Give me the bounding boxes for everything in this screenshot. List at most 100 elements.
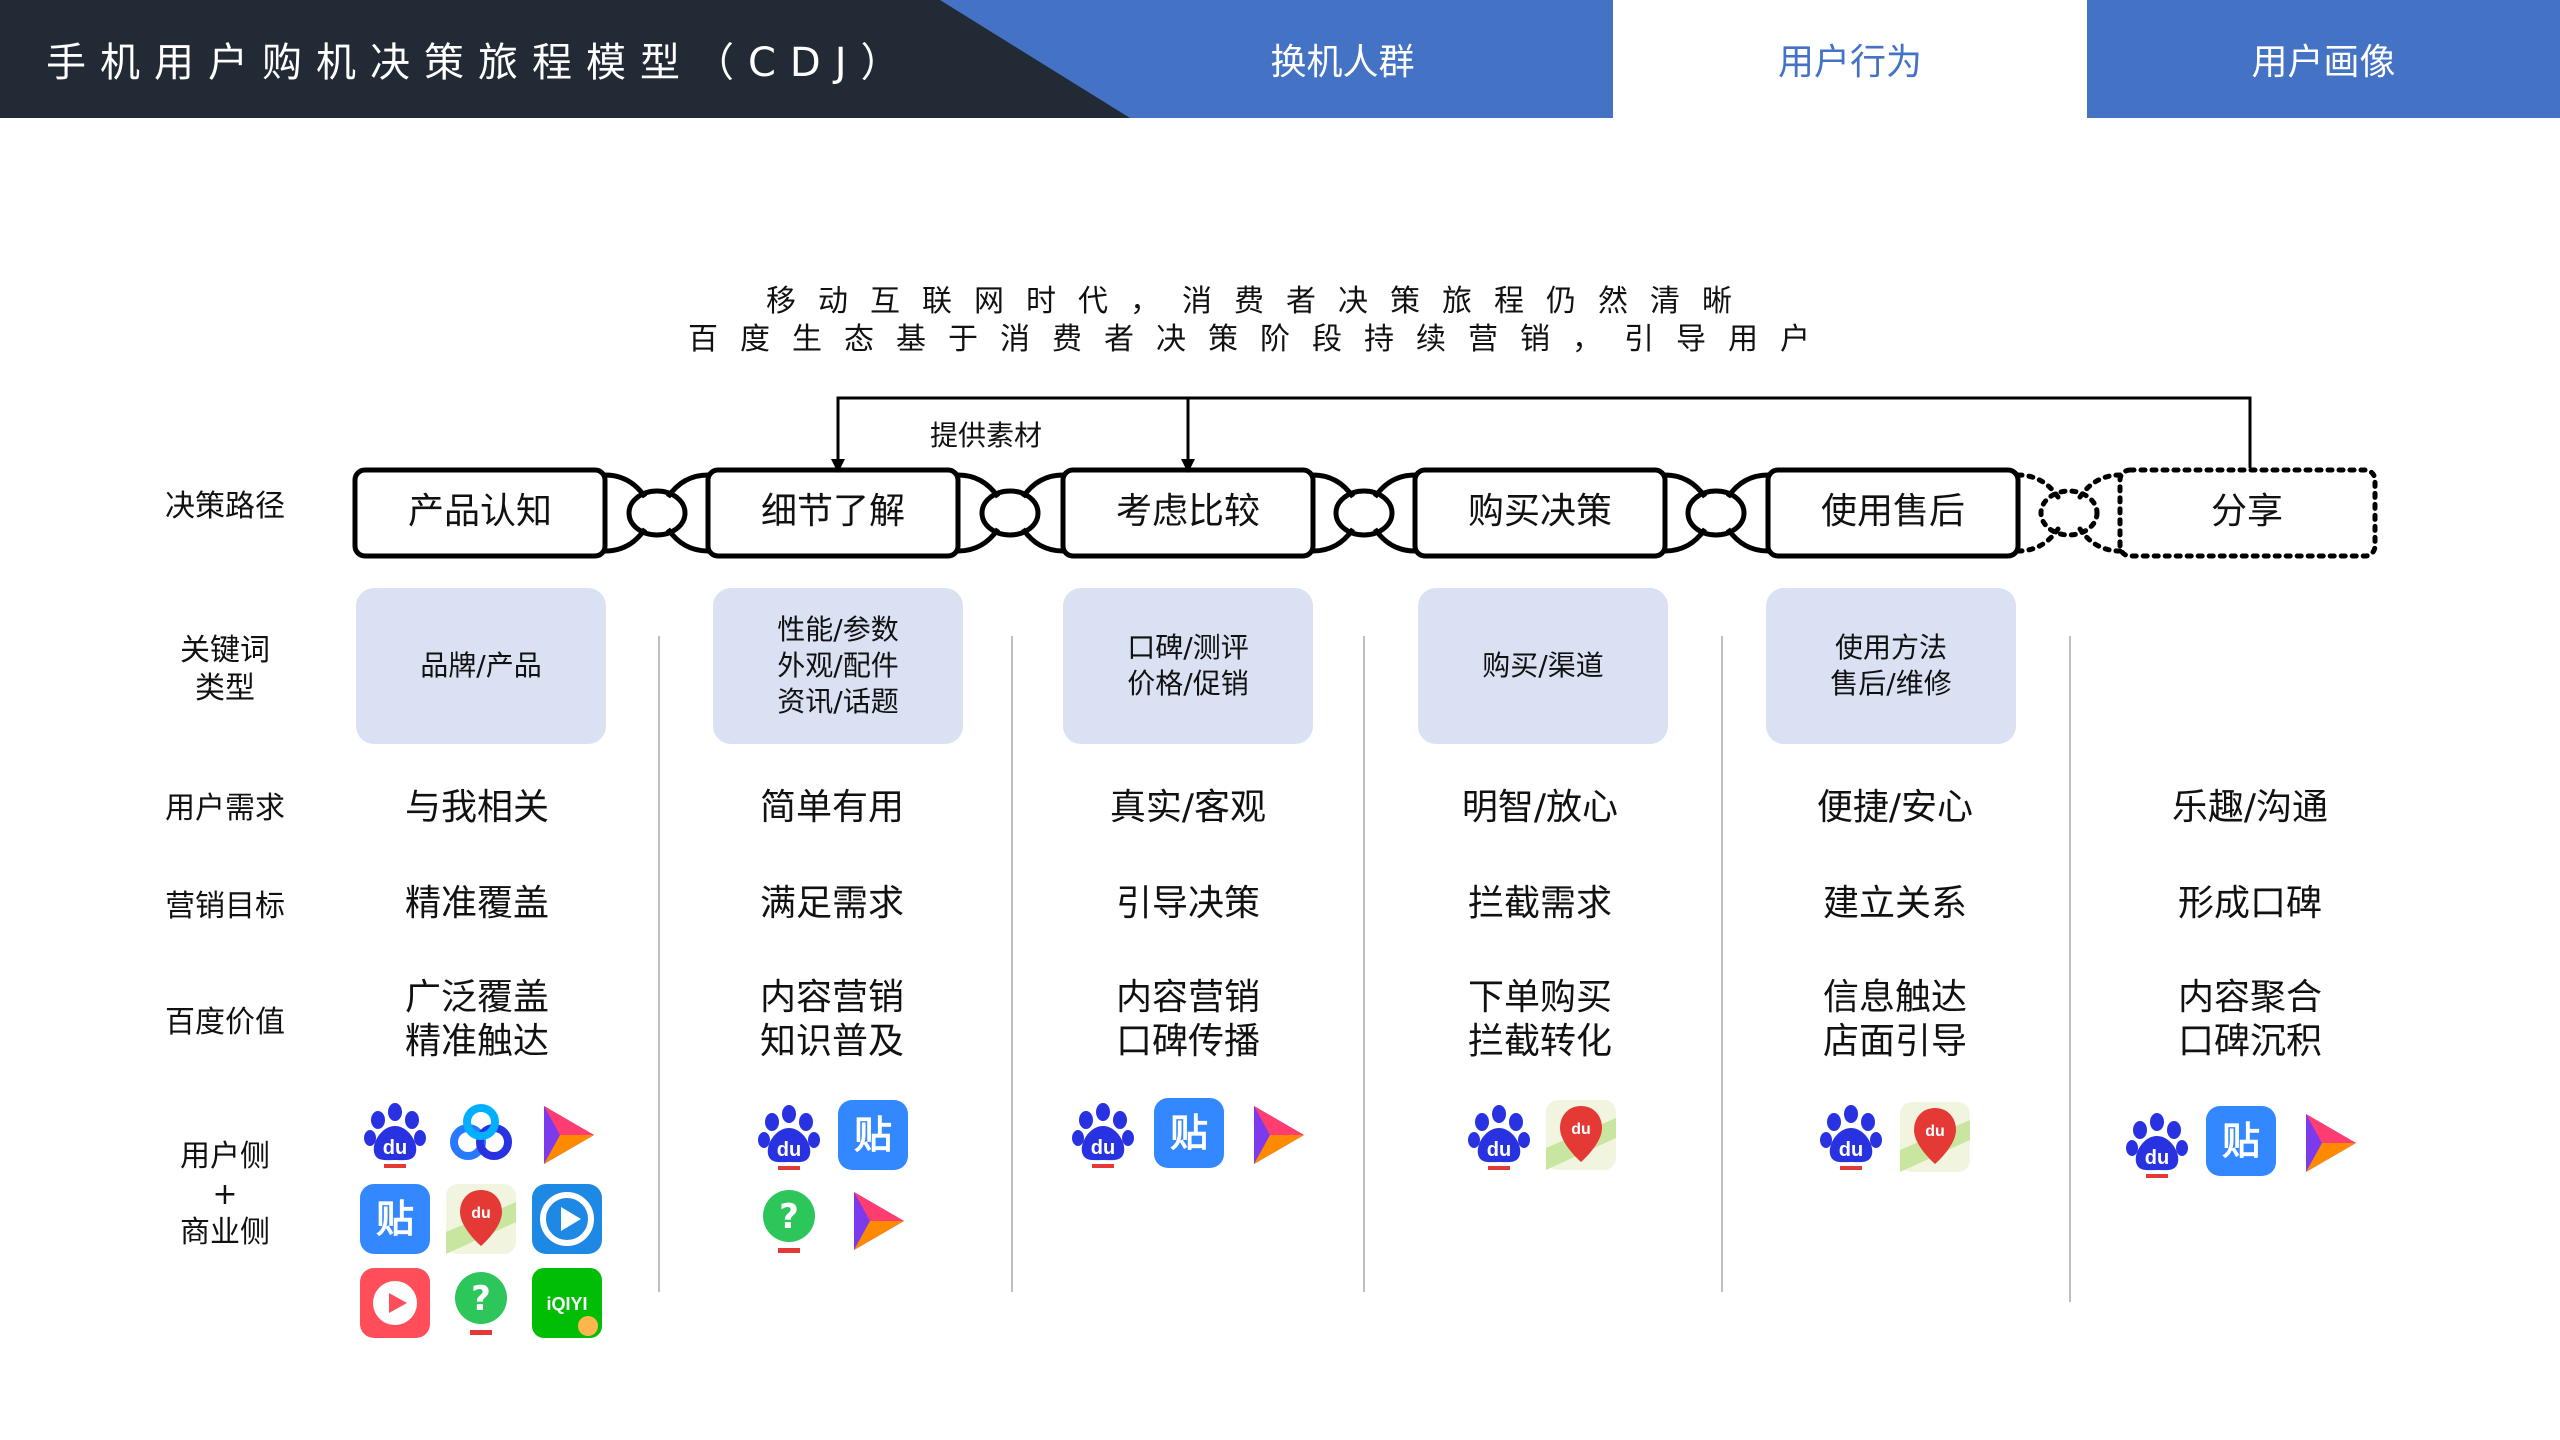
row-label-goal: 营销目标 — [165, 889, 285, 924]
value-cell: 内容营销 口碑传播 — [1038, 976, 1338, 1064]
need-cell: 便捷/安心 — [1816, 787, 1974, 828]
stage-connectors — [604, 472, 2123, 554]
goal-cell: 拦截需求 — [1467, 883, 1612, 924]
column-divider — [2069, 636, 2071, 1302]
baidu-icon: du — [358, 1098, 432, 1172]
tieba-icon: 贴 — [358, 1182, 432, 1256]
stage-sharing: 分享 — [2210, 491, 2283, 532]
row-label-keyword-line2: 类型 — [195, 671, 255, 706]
row-label-side-line1: 用户侧 — [180, 1139, 270, 1174]
keyword-box-purchase: 购买/渠道 — [1418, 588, 1668, 744]
value-line: 口碑沉积 — [2177, 1021, 2322, 1062]
need-cell: 明智/放心 — [1461, 787, 1619, 828]
svg-text:du: du — [777, 1139, 801, 1161]
svg-text:?: ? — [471, 1279, 491, 1319]
svg-text:iQIYI: iQIYI — [546, 1294, 587, 1314]
keyword-text: 性能/参数 — [777, 613, 899, 646]
goal-cell: 满足需求 — [759, 883, 904, 924]
iqiyi-icon: iQIYI — [530, 1266, 604, 1340]
tieba-icon: 贴 — [2204, 1104, 2278, 1178]
stage-detail-research: 细节了解 — [760, 491, 905, 532]
svg-text:贴: 贴 — [2222, 1119, 2260, 1163]
value-cell: 下单购买 拦截转化 — [1390, 976, 1690, 1064]
row-label-keyword-line1: 关键词 — [180, 633, 270, 668]
svg-text:du: du — [1487, 1139, 1511, 1161]
column-divider — [1721, 636, 1723, 1292]
keyword-text: 资讯/话题 — [777, 685, 899, 718]
map-icon: du — [1544, 1098, 1618, 1172]
need-cell: 与我相关 — [404, 787, 549, 828]
value-line: 精准触达 — [404, 1021, 549, 1062]
zhidao-icon: ? — [752, 1184, 826, 1258]
haokan-video-icon — [840, 1184, 914, 1258]
row-label-path: 决策路径 — [165, 489, 285, 524]
tieba-icon: 贴 — [836, 1098, 910, 1172]
tab-user-portrait[interactable]: 用户画像 — [2251, 42, 2396, 83]
title-banner — [0, 0, 1130, 118]
video-player-icon — [530, 1182, 604, 1256]
goal-cell: 精准覆盖 — [404, 883, 549, 924]
svg-text:du: du — [383, 1137, 407, 1159]
haokan-video-icon — [530, 1098, 604, 1172]
value-line: 广泛覆盖 — [404, 977, 549, 1018]
keyword-text: 使用方法 — [1834, 631, 1947, 664]
feedback-arrows — [831, 396, 2252, 473]
stage-purchase-decision: 购买决策 — [1467, 491, 1612, 532]
stage-boxes — [352, 467, 2378, 559]
column-divider — [1363, 636, 1365, 1292]
baidu-icon: du — [2120, 1108, 2194, 1182]
value-line: 内容营销 — [759, 977, 904, 1018]
value-line: 口碑传播 — [1115, 1021, 1260, 1062]
svg-text:du: du — [1925, 1123, 1945, 1140]
keyword-text: 口碑/测评 — [1127, 631, 1249, 664]
page-title: 手机用户购机决策旅程模型（CDJ） — [46, 40, 915, 86]
need-cell: 真实/客观 — [1109, 787, 1267, 828]
value-line: 信息触达 — [1822, 977, 1967, 1018]
keyword-text: 购买/渠道 — [1482, 649, 1604, 682]
stage-after-sales: 使用售后 — [1820, 491, 1965, 532]
column-divider — [658, 636, 660, 1292]
svg-text:du: du — [471, 1205, 491, 1222]
row-label-side-line2: + — [212, 1177, 238, 1212]
quanmin-video-icon — [358, 1266, 432, 1340]
map-icon: du — [444, 1182, 518, 1256]
svg-text:du: du — [1091, 1137, 1115, 1159]
decision-path-diagram — [352, 396, 2378, 559]
cloud-rings-icon — [444, 1098, 518, 1172]
baidu-icon: du — [1814, 1100, 1888, 1174]
svg-text:?: ? — [779, 1197, 799, 1237]
goal-cell: 建立关系 — [1822, 883, 1967, 924]
keyword-text: 售后/维修 — [1830, 667, 1952, 700]
row-label-value: 百度价值 — [165, 1005, 285, 1040]
need-cell: 乐趣/沟通 — [2171, 787, 2329, 828]
value-line: 内容营销 — [1115, 977, 1260, 1018]
value-line: 内容聚合 — [2177, 977, 2322, 1018]
svg-text:贴: 贴 — [1170, 1111, 1208, 1155]
value-cell: 广泛覆盖 精准触达 — [327, 976, 627, 1064]
keyword-box-after-sales: 使用方法 售后/维修 — [1766, 588, 2016, 744]
keyword-box-comparison: 口碑/测评 价格/促销 — [1063, 588, 1313, 744]
stage-awareness: 产品认知 — [407, 491, 552, 532]
need-cell: 简单有用 — [759, 787, 904, 828]
feedback-label: 提供素材 — [930, 419, 1043, 452]
keyword-text: 品牌/产品 — [420, 649, 542, 682]
baidu-icon: du — [752, 1100, 826, 1174]
tab-switch-population[interactable]: 换机人群 — [1270, 42, 1415, 83]
baidu-icon: du — [1462, 1100, 1536, 1174]
column-divider — [1011, 636, 1013, 1292]
tieba-icon: 贴 — [1152, 1096, 1226, 1170]
svg-text:du: du — [1571, 1121, 1591, 1138]
value-cell: 内容营销 知识普及 — [682, 976, 982, 1064]
tab-user-behavior[interactable]: 用户行为 — [1613, 0, 2087, 118]
svg-text:贴: 贴 — [376, 1197, 414, 1241]
svg-text:贴: 贴 — [854, 1113, 892, 1157]
stage-comparison: 考虑比较 — [1115, 491, 1260, 532]
subtitle-line-2: 百度生态基于消费者决策阶段持续营销，引导用户 — [688, 322, 1832, 357]
svg-text:du: du — [2145, 1147, 2169, 1169]
keyword-text: 价格/促销 — [1127, 667, 1249, 700]
baidu-icon: du — [1066, 1098, 1140, 1172]
svg-text:du: du — [1839, 1139, 1863, 1161]
value-cell: 内容聚合 口碑沉积 — [2100, 976, 2400, 1064]
keyword-box-detail: 性能/参数 外观/配件 资讯/话题 — [713, 588, 963, 744]
haokan-video-icon — [2292, 1106, 2366, 1180]
